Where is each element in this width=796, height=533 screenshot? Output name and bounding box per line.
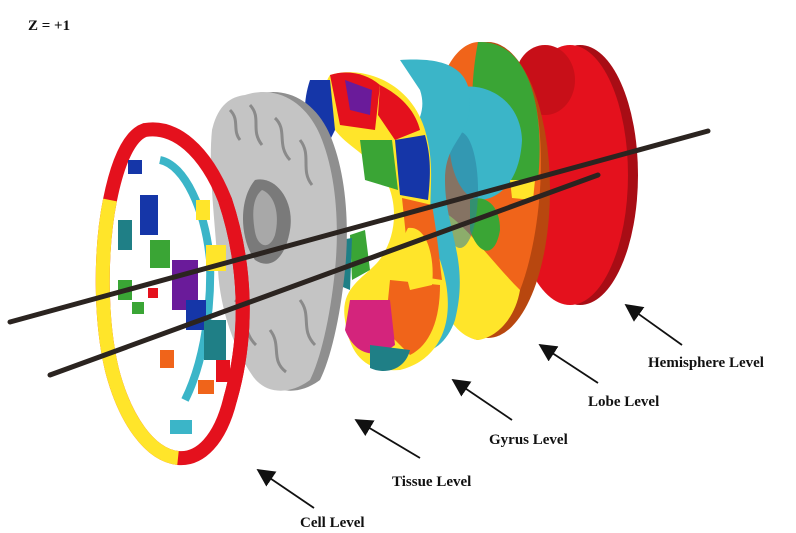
- gyrus-level-arrow: [453, 380, 512, 420]
- tissue-level-label: Tissue Level: [392, 474, 471, 490]
- lobe-level-arrow: [540, 345, 598, 383]
- gyrus-level-label: Gyrus Level: [489, 432, 568, 448]
- hemisphere-level-arrow: [626, 305, 682, 345]
- lobe-level-label: Lobe Level: [588, 394, 659, 410]
- tissue-level-arrow: [356, 420, 420, 458]
- cell-level-label: Cell Level: [300, 515, 365, 531]
- cell-level-arrow: [258, 470, 314, 508]
- hemisphere-level-label: Hemisphere Level: [648, 355, 764, 371]
- z-level-label: Z = +1: [28, 18, 70, 34]
